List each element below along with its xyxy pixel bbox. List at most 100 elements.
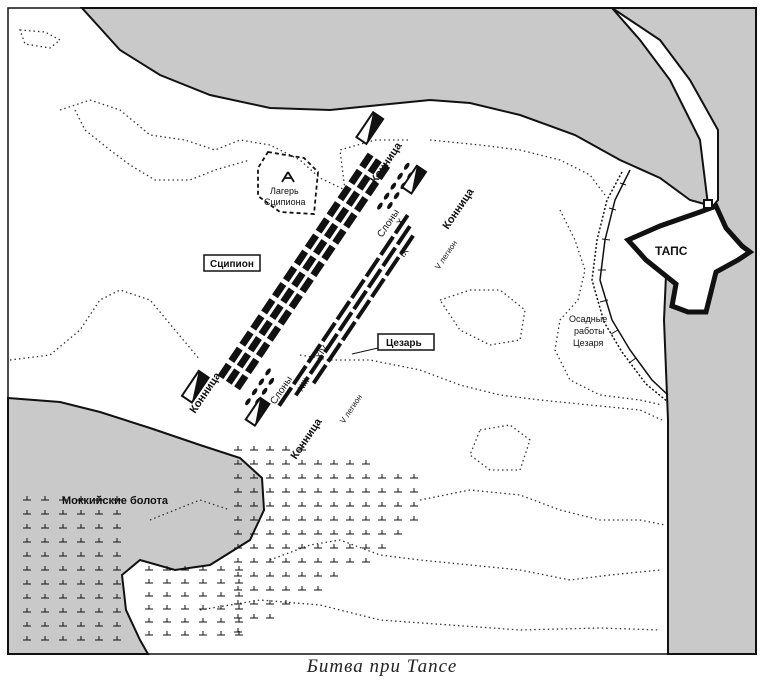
marsh-mark [41,594,49,599]
marsh-mark [346,530,354,535]
infantry-block [323,222,339,240]
marsh-mark [266,544,274,549]
marsh-mark [346,474,354,479]
infantry-block [313,239,328,256]
marsh-mark [250,614,258,619]
marsh-mark [95,594,103,599]
infantry-block [228,346,243,363]
terrain-contours [9,29,666,631]
marsh-mark [41,538,49,543]
marsh-mark [314,586,322,591]
camp-tent-icon [281,171,295,183]
marsh-mark [199,566,207,571]
marsh-mark [23,566,31,571]
elephant-mark [403,162,410,170]
cavalry-label-br: Конница [289,416,325,462]
siege-ticks [598,182,637,364]
infantry-block [269,303,284,321]
legion-block [370,277,386,299]
marsh-mark [330,516,338,521]
marsh-mark [346,502,354,507]
marsh-mark [77,622,85,627]
marsh-mark [113,608,121,613]
marsh-mark [250,488,258,493]
marsh-mark [362,488,370,493]
marsh-mark [394,502,402,507]
marsh-mark [163,579,171,584]
legion-block [395,225,412,246]
infantry-block [364,179,380,197]
marsh-mark [59,622,67,627]
legion-block [277,386,294,407]
marsh-mark [95,496,103,501]
infantry-block [250,314,265,331]
marsh-mark [163,631,171,636]
legion-v-bot-label: V легион [338,393,364,425]
infantry-block [310,260,325,278]
marsh-mark [77,538,85,543]
marsh-mark [41,552,49,557]
legion-block [364,257,381,278]
marsh-mark [266,488,274,493]
marsh-mark [163,592,171,597]
marsh-mark [362,558,370,563]
marsh-mark [217,566,225,571]
elephant-mark [261,387,268,395]
marsh-label: Моккийские болота [62,495,169,507]
marsh-mark [410,488,418,493]
infantry-block [304,233,319,250]
marsh-mark [95,636,103,641]
infantry-block [217,362,232,380]
scipio-army [180,110,413,406]
marsh-mark [235,579,243,584]
marsh-mark [41,608,49,613]
marsh-mark [410,502,418,507]
marsh-mark [282,544,290,549]
marsh-mark [234,446,242,451]
marsh-mark [250,530,258,535]
sea-north [79,7,710,207]
infantry-block [272,281,287,299]
marsh-mark [330,474,338,479]
marsh-mark [234,628,242,633]
marsh-mark [113,524,121,529]
legion-block [379,235,395,256]
marsh-mark [330,558,338,563]
marsh-mark [41,580,49,585]
marsh-mark [234,460,242,465]
marsh-mark [23,580,31,585]
marsh-mark [378,474,386,479]
marsh-mark [394,474,402,479]
infantry-block [359,152,374,169]
elephant-mark [390,182,397,190]
marsh-mark [266,530,274,535]
marsh-mark [298,516,306,521]
infantry-block [277,309,292,326]
marsh-mark [250,600,258,605]
marsh-mark [298,502,306,507]
marsh-mark [95,580,103,585]
marsh-mark [330,530,338,535]
marsh-mark [23,608,31,613]
marsh-mark [23,496,31,501]
legion-block [337,311,354,332]
harbor-marker [703,199,713,209]
scipio-cavalry-south [180,369,211,404]
legion-block [355,299,372,320]
marsh-mark [266,586,274,591]
marsh-mark [234,558,242,563]
marsh-mark [282,530,290,535]
elephant-mark [393,192,400,200]
marsh-mark [59,496,67,501]
marsh-mark [314,530,322,535]
infantry-block [225,368,241,385]
marsh-mark [235,592,243,597]
siege-label-3: Цезаря [573,338,604,348]
marsh-mark [314,558,322,563]
sea-southwest [7,396,266,655]
marsh-mark [298,446,306,451]
marsh-mark [199,631,207,636]
elephant-mark [268,377,275,385]
marsh-mark [410,474,418,479]
elephant-mark [377,202,383,210]
